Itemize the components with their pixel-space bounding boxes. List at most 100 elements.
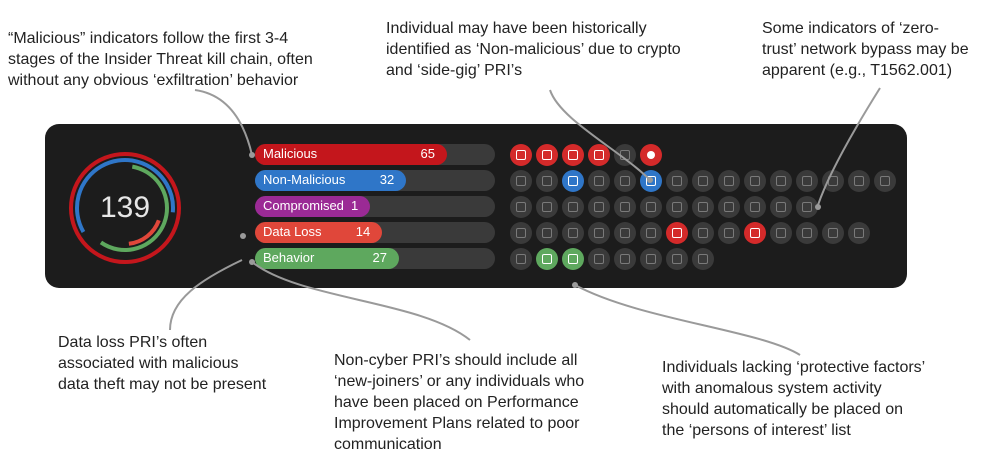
gray-window-icon[interactable] bbox=[848, 170, 870, 192]
gray-minus-icon[interactable] bbox=[614, 170, 636, 192]
gray-search-icon[interactable] bbox=[666, 196, 688, 218]
icon-glyph bbox=[568, 228, 578, 238]
gray-arrow-icon[interactable] bbox=[536, 222, 558, 244]
category-count: 65 bbox=[420, 146, 435, 161]
gray-window-icon[interactable] bbox=[874, 170, 896, 192]
gray-gear-icon[interactable] bbox=[588, 196, 610, 218]
gray-file-icon[interactable] bbox=[614, 248, 636, 270]
gray-file-icon[interactable] bbox=[744, 196, 766, 218]
gray-gear-icon[interactable] bbox=[614, 196, 636, 218]
data-loss-callout: Data loss PRI’s often associated with ma… bbox=[58, 332, 266, 395]
gray-user-icon[interactable] bbox=[640, 248, 662, 270]
icon-glyph bbox=[672, 176, 682, 186]
gray-window-icon[interactable] bbox=[666, 248, 688, 270]
category-count: 1 bbox=[350, 198, 359, 213]
gray-monitor-icon[interactable] bbox=[718, 196, 740, 218]
red-mask-icon[interactable] bbox=[588, 144, 610, 166]
gray-window-icon[interactable] bbox=[614, 222, 636, 244]
category-label: Malicious bbox=[263, 146, 318, 161]
red-search-icon[interactable] bbox=[510, 144, 532, 166]
gray-inbox-icon[interactable] bbox=[510, 170, 532, 192]
gray-bluetooth-icon[interactable] bbox=[588, 222, 610, 244]
callout-line: with anomalous system activity bbox=[662, 380, 882, 397]
gray-window-icon[interactable] bbox=[718, 222, 740, 244]
icon-glyph bbox=[594, 202, 604, 212]
callout-line: apparent (e.g., T1562.001) bbox=[762, 62, 953, 79]
gray-window-icon[interactable] bbox=[536, 196, 558, 218]
gray-usb-icon[interactable] bbox=[848, 222, 870, 244]
gray-age-icon[interactable] bbox=[666, 170, 688, 192]
gray-window-icon[interactable] bbox=[640, 222, 662, 244]
gray-document-icon[interactable] bbox=[562, 222, 584, 244]
icon-glyph bbox=[542, 202, 552, 212]
leader-end bbox=[240, 233, 246, 239]
gray-int-icon[interactable] bbox=[510, 196, 532, 218]
icon-glyph bbox=[542, 150, 552, 160]
blue-circle-icon[interactable] bbox=[562, 170, 584, 192]
green-user-icon[interactable] bbox=[536, 248, 558, 270]
icon-glyph bbox=[854, 228, 864, 238]
icon-glyph bbox=[828, 228, 838, 238]
gray-shoe-icon[interactable] bbox=[640, 196, 662, 218]
gray-user-icon[interactable] bbox=[588, 248, 610, 270]
category-count: 14 bbox=[355, 224, 371, 239]
gray-window-icon[interactable] bbox=[692, 170, 714, 192]
leader-non-cyber bbox=[251, 261, 471, 341]
leader-end bbox=[647, 177, 653, 183]
red-shield-icon[interactable] bbox=[536, 144, 558, 166]
icon-glyph bbox=[568, 202, 578, 212]
red-document-icon[interactable] bbox=[562, 144, 584, 166]
callout-line: “Malicious” indicators follow the first … bbox=[8, 30, 289, 47]
category-bar bbox=[255, 222, 383, 243]
gray-printer-icon[interactable] bbox=[770, 222, 792, 244]
icon-glyph bbox=[672, 254, 682, 264]
gray-lock-icon[interactable] bbox=[536, 170, 558, 192]
category-bar bbox=[255, 248, 399, 269]
gray-window-icon[interactable] bbox=[692, 222, 714, 244]
icon-glyph bbox=[802, 176, 812, 186]
gray-wifi-icon[interactable] bbox=[510, 222, 532, 244]
gray-file-icon[interactable] bbox=[770, 170, 792, 192]
non-malicious-callout: Individual may have been historically id… bbox=[386, 18, 681, 81]
callout-line: have been placed on Performance bbox=[334, 394, 579, 411]
red-window-icon[interactable] bbox=[666, 222, 688, 244]
gray-user-icon[interactable] bbox=[796, 196, 818, 218]
category-row-malicious[interactable]: Malicious 65 bbox=[255, 144, 495, 165]
icon-glyph bbox=[646, 176, 656, 186]
red-record-icon[interactable] bbox=[640, 144, 662, 166]
gray-chip-icon[interactable] bbox=[562, 196, 584, 218]
icon-glyph bbox=[724, 228, 734, 238]
red-window-icon[interactable] bbox=[744, 222, 766, 244]
icon-glyph bbox=[594, 150, 604, 160]
icon-glyph bbox=[776, 228, 786, 238]
callout-line: data theft may not be present bbox=[58, 376, 267, 393]
non-cyber-callout: Non-cyber PRI’s should include all ‘new-… bbox=[334, 350, 584, 455]
callout-line: and ‘side-gig’ PRI’s bbox=[386, 62, 523, 79]
icon-glyph bbox=[516, 150, 526, 160]
gray-monitor-icon[interactable] bbox=[692, 196, 714, 218]
icon-glyph bbox=[776, 176, 786, 186]
gray-file-icon[interactable] bbox=[692, 248, 714, 270]
icon-glyph bbox=[880, 176, 890, 186]
gray-monitor-icon[interactable] bbox=[770, 196, 792, 218]
gray-globe-icon[interactable] bbox=[796, 222, 818, 244]
icon-glyph bbox=[698, 202, 708, 212]
gray-window-icon[interactable] bbox=[744, 170, 766, 192]
gray-monitor-icon[interactable] bbox=[822, 222, 844, 244]
gray-inbox-icon[interactable] bbox=[510, 248, 532, 270]
icon-glyph bbox=[594, 254, 604, 264]
category-count: 32 bbox=[379, 172, 395, 187]
icon-glyph bbox=[516, 254, 526, 264]
category-count: 27 bbox=[372, 250, 387, 265]
gray-list-icon[interactable] bbox=[588, 170, 610, 192]
gray-window-icon[interactable] bbox=[796, 170, 818, 192]
leader-end bbox=[572, 282, 578, 288]
category-bar bbox=[255, 196, 371, 217]
green-search-icon[interactable] bbox=[562, 248, 584, 270]
gray-window-icon[interactable] bbox=[718, 170, 740, 192]
